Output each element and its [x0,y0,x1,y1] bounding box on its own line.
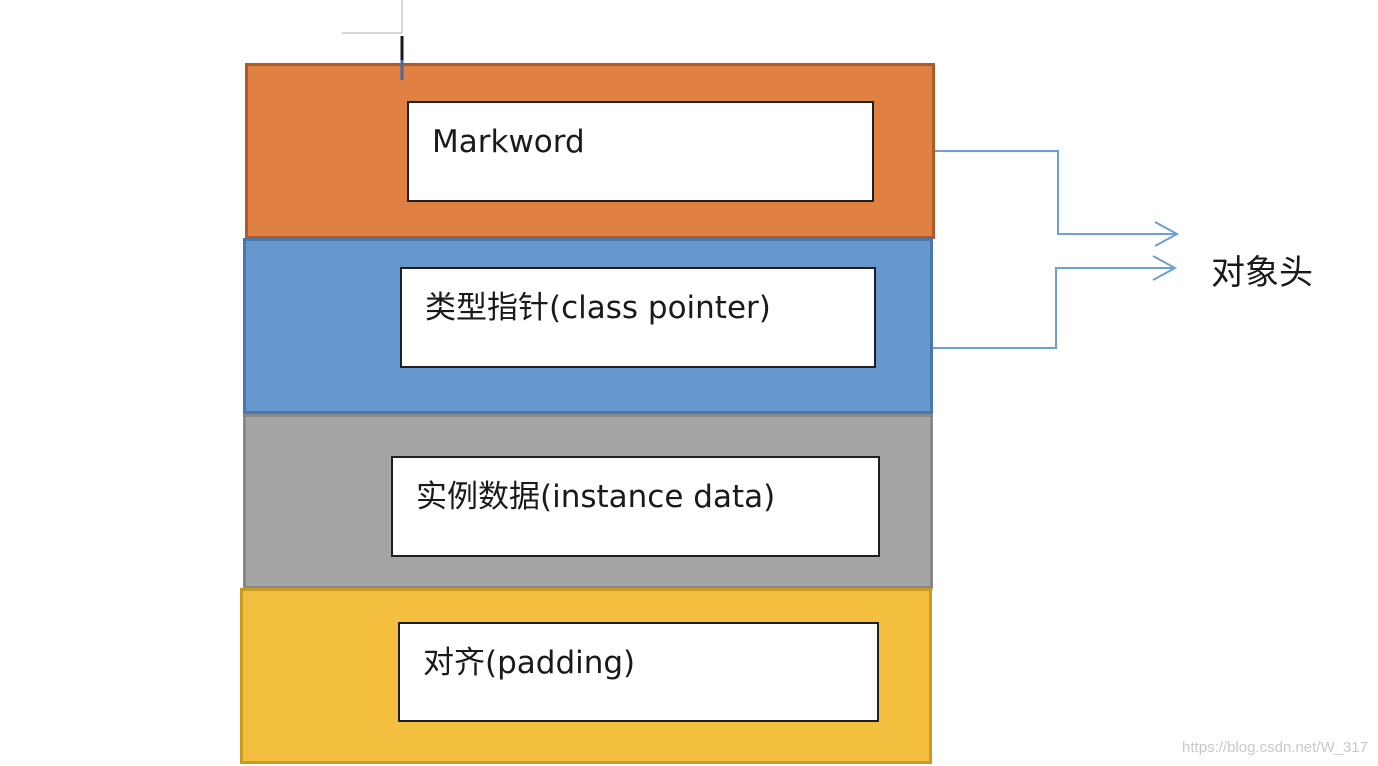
object-header-label: 对象头 [1211,253,1313,293]
instance-data-label: 实例数据(instance data) [416,479,776,515]
instance-data-box: 实例数据(instance data) [391,456,880,557]
padding-box: 对齐(padding) [398,622,879,722]
class-pointer-connector-line [933,267,1175,349]
class-pointer-box: 类型指针(class pointer) [400,267,876,368]
padding-label: 对齐(padding) [423,645,636,681]
markword-arrowhead [1154,221,1180,247]
class-pointer-arrowhead [1152,255,1178,281]
markword-connector-line [935,150,1177,235]
class-pointer-label: 类型指针(class pointer) [425,290,771,326]
watermark: https://blog.csdn.net/W_317 [1182,739,1368,756]
markword-box: Markword [407,101,874,202]
markword-label: Markword [432,124,585,160]
